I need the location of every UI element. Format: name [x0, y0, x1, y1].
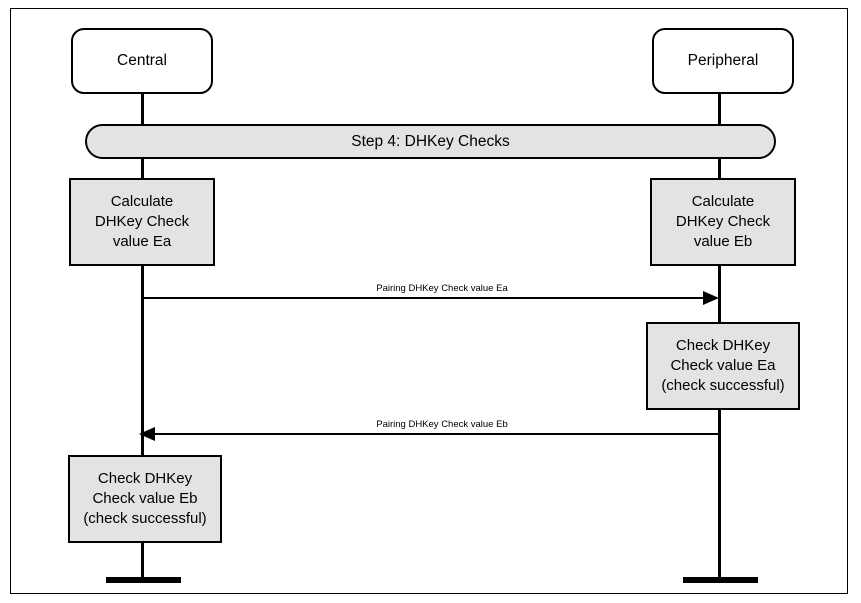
- message-arrowhead-ea: [703, 291, 719, 305]
- action-line: (check successful): [83, 510, 207, 528]
- message-line-eb: [155, 433, 718, 436]
- action-line: value Ea: [112, 233, 172, 251]
- message-arrowhead-eb: [139, 427, 155, 441]
- action-line: DHKey Check: [675, 212, 771, 230]
- action-line: (check successful): [661, 377, 785, 395]
- actor-label-peripheral: Peripheral: [687, 51, 759, 69]
- action-line: Check value Ea: [670, 356, 776, 374]
- diagram-frame: Central Peripheral Step 4: DHKey Checks …: [10, 8, 848, 594]
- step-banner: Step 4: DHKey Checks: [85, 124, 776, 159]
- actor-box-central[interactable]: Central: [71, 28, 213, 94]
- action-line: Calculate: [691, 192, 755, 210]
- action-line: Check DHKey: [97, 469, 193, 487]
- action-box-calculate-eb[interactable]: Calculate DHKey Check value Eb: [650, 178, 796, 266]
- action-line: Calculate: [110, 192, 174, 210]
- action-box-calculate-ea[interactable]: Calculate DHKey Check value Ea: [69, 178, 215, 266]
- action-box-check-ea[interactable]: Check DHKey Check value Ea (check succes…: [646, 322, 800, 410]
- action-line: DHKey Check: [94, 212, 190, 230]
- message-label-pairing-dhkey-check-value-ea: Pairing DHKey Check value Ea: [376, 283, 508, 294]
- terminator-peripheral: [683, 577, 758, 583]
- message-line-ea: [142, 297, 705, 300]
- action-line: Check value Eb: [92, 489, 198, 507]
- message-label-pairing-dhkey-check-value-eb: Pairing DHKey Check value Eb: [376, 419, 508, 430]
- action-box-check-eb[interactable]: Check DHKey Check value Eb (check succes…: [68, 455, 222, 543]
- step-banner-label: Step 4: DHKey Checks: [351, 132, 510, 150]
- action-line: Check DHKey: [675, 336, 771, 354]
- lifeline-central: [141, 94, 144, 581]
- actor-label-central: Central: [117, 51, 167, 69]
- terminator-central: [106, 577, 181, 583]
- action-line: value Eb: [693, 233, 753, 251]
- actor-box-peripheral[interactable]: Peripheral: [652, 28, 794, 94]
